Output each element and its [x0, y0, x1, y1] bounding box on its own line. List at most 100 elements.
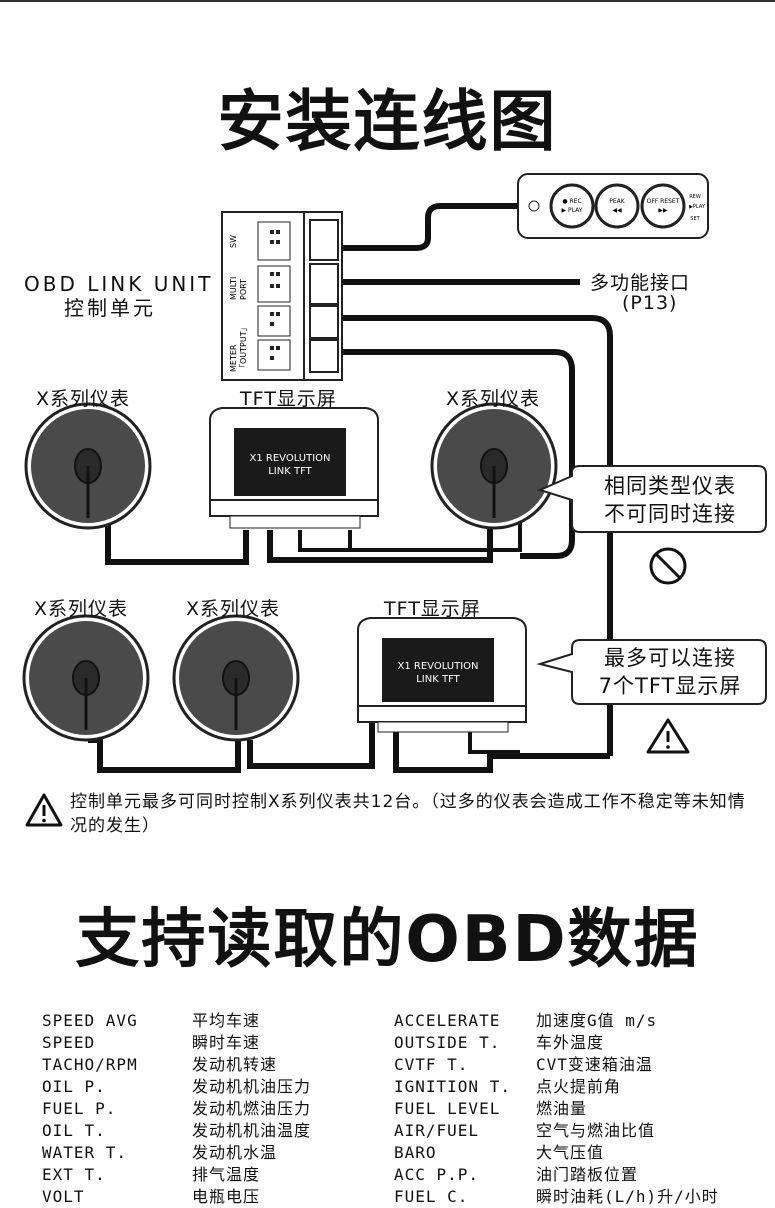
tft-display	[357, 617, 527, 733]
tft-screen-line2: LINK TFT	[268, 466, 312, 477]
svg-text:REW: REW	[689, 194, 701, 200]
max-tft-line1: 最多可以连接	[604, 646, 736, 670]
tft-screen-line1: X1 REVOLUTION	[397, 661, 479, 672]
obd-title: 支持读取的OBD数据	[75, 903, 700, 977]
obd-param-code: FUEL LEVEL	[394, 1099, 501, 1118]
obd-param-desc: 电瓶电压	[192, 1187, 261, 1206]
obd-param-code: ACC P.P.	[394, 1165, 480, 1184]
multi-port-code: (P13)	[622, 292, 678, 314]
max-tft-callout-bubble	[536, 639, 767, 705]
obd-param-code: WATER T.	[42, 1143, 128, 1162]
obd-param-code: OIL P.	[42, 1077, 106, 1096]
obd-param-desc: 大气压值	[536, 1143, 605, 1162]
tft-display	[209, 407, 379, 529]
same-type-line2: 不可同时连接	[604, 502, 736, 526]
peak-button	[594, 183, 640, 229]
svg-text:▶▶: ▶▶	[658, 207, 668, 214]
obd-param-desc: 瞬时油耗(L/h)升/小时	[536, 1187, 719, 1206]
obd-param-desc: 发动机机油温度	[192, 1121, 312, 1140]
obd-list-item: OIL T. 发动机机油温度	[42, 1120, 311, 1142]
obd-param-desc: 发动机转速	[192, 1055, 278, 1074]
obd-list-item: ACC P.P. 油门踏板位置	[394, 1164, 719, 1186]
obd-list-item: FUEL LEVEL 燃油量	[394, 1098, 719, 1120]
x-meter-gauge	[22, 614, 150, 742]
obd-list-item: OIL P.发动机机油压力	[42, 1076, 311, 1098]
obd-list-item: FUEL C.瞬时油耗(L/h)升/小时	[394, 1186, 719, 1208]
obd-param-desc: 发动机燃油压力	[192, 1099, 312, 1118]
obd-list-item: VOLT 电瓶电压	[42, 1186, 311, 1208]
max-tft-line2: 7个TFT显示屏	[598, 674, 742, 698]
svg-text:SET: SET	[690, 216, 700, 222]
obd-param-code: FUEL P.	[42, 1099, 117, 1118]
svg-text:「OUTPUT」: 「OUTPUT」	[239, 323, 248, 372]
svg-text:PORT: PORT	[239, 279, 248, 300]
obd-param-code: VOLT	[42, 1187, 85, 1206]
obd-list-item: FUEL P. 发动机燃油压力	[42, 1098, 311, 1120]
x-meter-label: X系列仪表	[186, 598, 281, 620]
obd-param-desc: 瞬时车速	[192, 1033, 261, 1052]
obd-param-code: TACHO/RPM	[42, 1055, 138, 1074]
obd-param-desc: 车外温度	[536, 1033, 605, 1052]
obd-list-item: CVTF T. CVT变速箱油温	[394, 1054, 719, 1076]
svg-text:OFF RESET: OFF RESET	[647, 198, 680, 205]
tft-label: TFT显示屏	[240, 388, 337, 410]
obd-param-desc: 油门踏板位置	[536, 1165, 639, 1184]
svg-text:METER: METER	[229, 344, 238, 372]
obd-param-desc: 加速度G值 m/s	[536, 1011, 658, 1030]
x-meter-gauge	[430, 402, 558, 530]
top-rule	[0, 0, 775, 2]
obd-link-unit: SW MULTI PORT METER 「OUTPUT」	[221, 211, 343, 381]
tft-screen-line2: LINK TFT	[416, 674, 460, 685]
tft-label: TFT显示屏	[384, 598, 481, 620]
obd-list-item: BARO 大气压值	[394, 1142, 719, 1164]
obd-param-code: EXT T.	[42, 1165, 106, 1184]
obd-param-desc: 点火提前角	[536, 1077, 622, 1096]
rec-play-button	[549, 183, 595, 229]
svg-text:● REC: ● REC	[562, 198, 581, 205]
obd-param-desc: 空气与燃油比值	[536, 1121, 656, 1140]
x-meter-label: X系列仪表	[446, 388, 541, 410]
prohibited-icon	[649, 547, 687, 585]
obd-list-item: OUTSIDE T. 车外温度	[394, 1032, 719, 1054]
obd-param-code: OUTSIDE T.	[394, 1033, 501, 1052]
obd-unit-name-zh: 控制单元	[64, 296, 156, 320]
obd-list-item: IGNITION T. 点火提前角	[394, 1076, 719, 1098]
x-meter-gauge	[24, 402, 152, 530]
obd-param-code: IGNITION T.	[394, 1077, 511, 1096]
obd-param-desc: 燃油量	[536, 1099, 588, 1118]
x-meter-label: X系列仪表	[36, 388, 131, 410]
remote-controller: ● REC ▶ PLAY PEAK ◀◀ OFF RESET ▶▶ REW ▶P…	[517, 173, 709, 239]
tft-screen-text: X1 REVOLUTION LINK TFT	[382, 660, 494, 686]
obd-param-desc: 排气温度	[192, 1165, 261, 1184]
obd-param-code: BARO	[394, 1143, 437, 1162]
svg-text:▶PLAY: ▶PLAY	[689, 204, 706, 210]
tft-screen-line1: X1 REVOLUTION	[249, 453, 331, 464]
multi-port-label: 多功能接口	[590, 272, 691, 294]
capacity-note: 控制单元最多可同时控制X系列仪表共12台。（过多的仪表会造成工作不稳定等未知情况…	[70, 792, 746, 836]
off-reset-button	[640, 183, 686, 229]
x-meter-label: X系列仪表	[34, 598, 129, 620]
obd-list-item: WATER T. 发动机水温	[42, 1142, 311, 1164]
same-type-callout: 相同类型仪表 不可同时连接	[578, 472, 762, 528]
svg-text:MULTI: MULTI	[229, 277, 238, 300]
wiring-diagram: ● REC ▶ PLAY PEAK ◀◀ OFF RESET ▶▶ REW ▶P…	[22, 173, 767, 773]
obd-param-code: AIR/FUEL	[394, 1121, 480, 1140]
svg-text:◀◀: ◀◀	[612, 207, 622, 214]
obd-list-item: TACHO/RPM 发动机转速	[42, 1054, 311, 1076]
tft-screen-text: X1 REVOLUTION LINK TFT	[234, 452, 346, 478]
same-type-callout-bubble	[537, 465, 767, 533]
warning-icon	[25, 793, 63, 827]
obd-param-desc: 发动机水温	[192, 1143, 278, 1162]
obd-param-desc: CVT变速箱油温	[536, 1055, 653, 1074]
same-type-line1: 相同类型仪表	[604, 474, 736, 498]
warning-icon	[646, 718, 690, 754]
obd-param-code: CVTF T.	[394, 1055, 469, 1074]
obd-param-code: OIL T.	[42, 1121, 106, 1140]
obd-unit-name-en: OBD LINK UNIT	[24, 272, 214, 296]
obd-unit-name: OBD LINK UNIT	[24, 272, 213, 296]
svg-text:SW: SW	[229, 235, 238, 248]
obd-list-item: EXT T. 排气温度	[42, 1164, 311, 1186]
